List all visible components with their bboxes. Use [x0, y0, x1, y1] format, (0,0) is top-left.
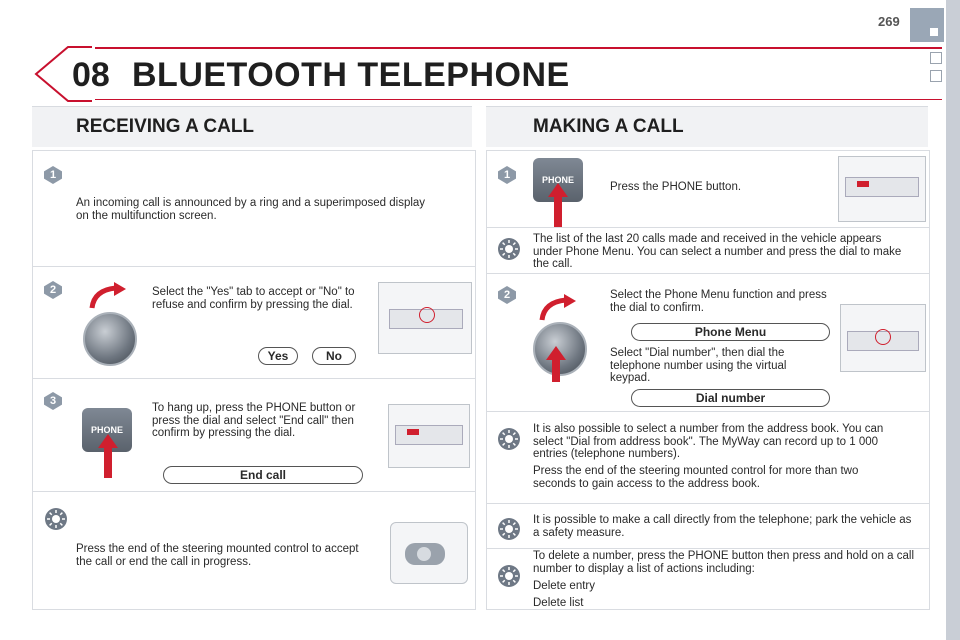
- chapter-tab: [910, 8, 944, 42]
- receiving-step1-text: An incoming call is announced by a ring …: [76, 197, 426, 222]
- end-call-tab[interactable]: End call: [163, 466, 363, 484]
- yes-tab[interactable]: Yes: [258, 347, 298, 365]
- making-tip4-item2: Delete list: [533, 597, 584, 609]
- step-badge: 3: [44, 392, 62, 410]
- step-badge: 2: [498, 286, 516, 304]
- page-number: 269: [878, 14, 900, 29]
- tip-icon: [498, 238, 520, 260]
- no-tab[interactable]: No: [312, 347, 356, 365]
- tip-icon: [498, 428, 520, 450]
- making-tip4-text: To delete a number, press the PHONE butt…: [533, 550, 915, 575]
- making-step1-text: Press the PHONE button.: [610, 181, 742, 193]
- side-marker-box: [930, 52, 942, 64]
- press-arrow-icon: [548, 183, 568, 227]
- section-title-receiving: RECEIVING A CALL: [76, 116, 255, 137]
- making-tip3-text: It is possible to make a call directly f…: [533, 514, 912, 539]
- dashboard-panel-image: [838, 156, 926, 222]
- tip-icon: [498, 518, 520, 540]
- dashboard-panel-image: [840, 304, 926, 372]
- receiving-tip-text: Press the end of the steering mounted co…: [76, 543, 359, 568]
- receiving-step3-text: To hang up, press the PHONE button or pr…: [152, 402, 356, 439]
- rotate-arrow-icon: [89, 282, 126, 309]
- step-badge: 1: [498, 166, 516, 184]
- making-step2-text: Select the Phone Menu function and press…: [610, 289, 827, 314]
- making-step1-row: [487, 151, 929, 228]
- making-step2-row: [487, 273, 929, 412]
- step-badge: 2: [44, 281, 62, 299]
- making-tip2-text-a: It is also possible to select a number f…: [533, 423, 884, 460]
- receiving-step1-row: [33, 151, 475, 267]
- making-tip2-text-b: Press the end of the steering mounted co…: [533, 465, 859, 490]
- dashboard-panel-image: [388, 404, 470, 468]
- tip-icon: [45, 508, 67, 530]
- dashboard-panel-image: [378, 282, 472, 354]
- section-header-receiving: [32, 106, 472, 147]
- section-title-making: MAKING A CALL: [533, 116, 684, 137]
- making-tip4-item1: Delete entry: [533, 580, 596, 592]
- making-tip1-text: The list of the last 20 calls made and r…: [533, 233, 902, 270]
- dial-number-tab[interactable]: Dial number: [631, 389, 830, 407]
- tip-icon: [498, 565, 520, 587]
- press-arrow-icon: [98, 434, 118, 478]
- chapter-title: BLUETOOTH TELEPHONE: [132, 56, 570, 94]
- making-tip3-row: [487, 503, 929, 549]
- phone-menu-tab[interactable]: Phone Menu: [631, 323, 830, 341]
- chapter-number: 08: [72, 56, 110, 94]
- side-strip: [946, 0, 960, 640]
- header-rule-bottom: [95, 99, 942, 100]
- step-badge: 1: [44, 166, 62, 184]
- header-chevron: [34, 46, 92, 102]
- making-tip2-row: [487, 411, 929, 504]
- section-header-making: [486, 106, 928, 147]
- steering-control-image: [390, 522, 468, 584]
- dial-knob: [83, 312, 137, 366]
- receiving-step2-row: [33, 266, 475, 379]
- receiving-step3-row: [33, 378, 475, 492]
- making-step2b-text: Select "Dial number", then dial the tele…: [610, 347, 787, 384]
- press-arrow-icon: [546, 346, 566, 382]
- rotate-arrow-icon: [539, 294, 576, 321]
- side-marker-box: [930, 70, 942, 82]
- making-tip1-row: [487, 227, 929, 274]
- receiving-step2-text: Select the "Yes" tab to accept or "No" t…: [152, 286, 355, 311]
- header-rule: [95, 47, 942, 49]
